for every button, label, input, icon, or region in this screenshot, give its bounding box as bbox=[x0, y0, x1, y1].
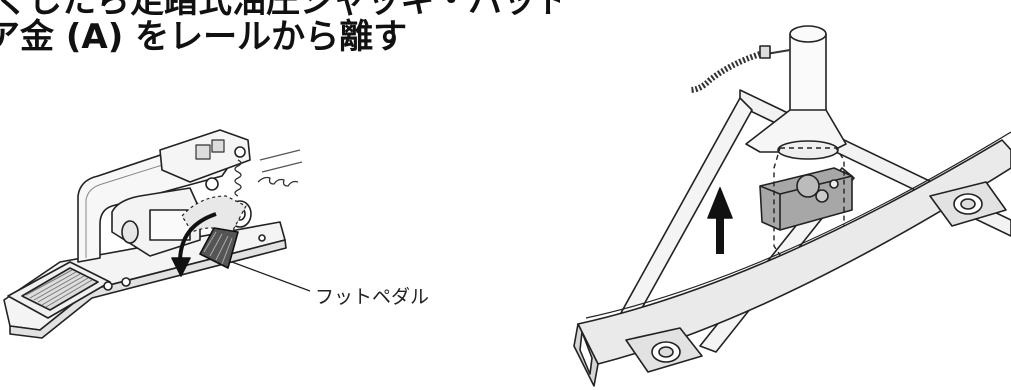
rail-stand-illustration bbox=[573, 25, 1011, 387]
foot-pedal bbox=[199, 227, 239, 269]
instruction-line-1: くしたら足踏式油圧ジャッキ・パッドを踏み、 bbox=[0, 0, 560, 21]
hydraulic-jack-illustration bbox=[3, 129, 311, 339]
press-arrow bbox=[178, 212, 217, 263]
lifted-clamp-block bbox=[759, 167, 853, 231]
rear-pedal bbox=[7, 261, 111, 319]
spring-left bbox=[234, 159, 242, 197]
stand-foot-left bbox=[625, 327, 703, 373]
spring-right bbox=[257, 176, 299, 187]
instruction-line-2: ア金 (A) をレールから離す bbox=[0, 17, 408, 57]
rail bbox=[577, 139, 1011, 365]
hydraulic-hose bbox=[689, 51, 761, 93]
stand-foot-right bbox=[929, 181, 1007, 227]
previous-position-outline bbox=[773, 147, 845, 265]
instruction-heading: くしたら足踏式油圧ジャッキ・パッドを踏み、 ア金 (A) をレールから離す bbox=[0, 0, 560, 66]
foot-pedal-leader-line bbox=[231, 261, 311, 292]
foot-pedal-label: フットペダル bbox=[315, 286, 430, 308]
